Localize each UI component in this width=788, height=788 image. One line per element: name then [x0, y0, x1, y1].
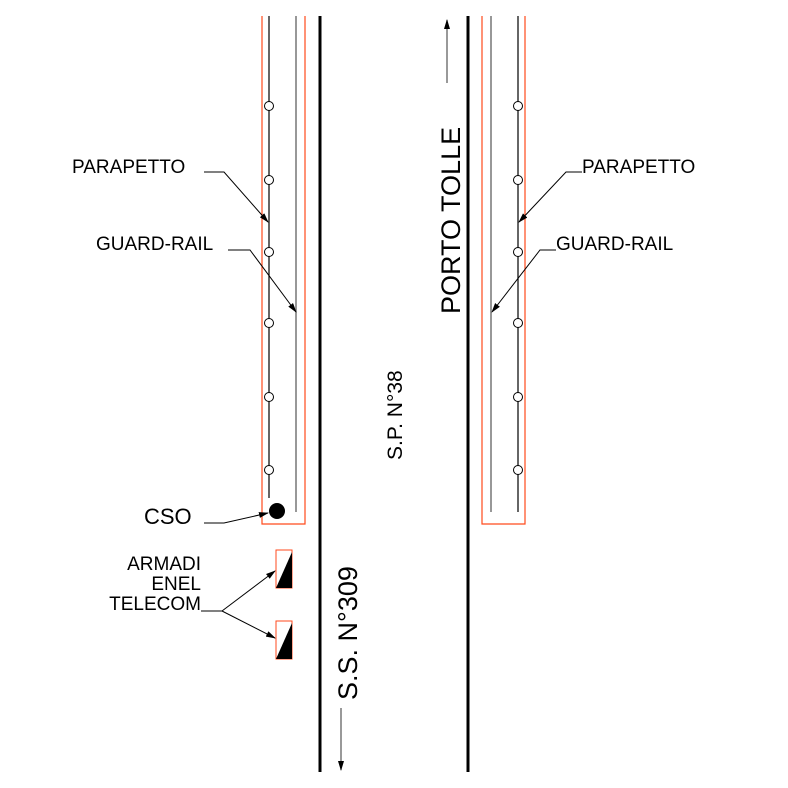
cabinet-1: [275, 549, 293, 589]
left-bridge-structure: [261, 16, 306, 525]
leader-armadi-2: [221, 610, 276, 639]
leader-parapetto-left: [204, 171, 269, 223]
label-guardrail-left: GUARD-RAIL: [96, 234, 213, 255]
label-enel: ENEL: [151, 574, 201, 595]
label-road-ss309: S.S. N°309: [333, 566, 363, 700]
label-parapetto-right: PARAPETTO: [582, 157, 695, 178]
right-posts: [513, 101, 523, 475]
label-telecom: TELECOM: [109, 594, 201, 615]
leader-guardrail-left: [228, 249, 297, 313]
leader-guardrail-right: [491, 249, 556, 313]
leader-parapetto-right: [518, 171, 582, 223]
leader-armadi-1: [221, 570, 276, 612]
leader-cso: [204, 512, 269, 524]
label-porto-tolle: PORTO TOLLE: [436, 127, 466, 314]
label-parapetto-left: PARAPETTO: [72, 157, 185, 178]
cabinet-2: [275, 620, 293, 660]
label-cso: CSO: [144, 504, 192, 529]
label-guardrail-right: GUARD-RAIL: [556, 234, 673, 255]
label-road-sp38: S.P. N°38: [384, 370, 407, 460]
label-armadi: ARMADI: [127, 554, 201, 575]
right-bridge-structure: [481, 16, 526, 525]
left-parapet-outline: [261, 16, 306, 525]
left-posts: [264, 101, 274, 475]
cso-symbol: [269, 503, 285, 519]
